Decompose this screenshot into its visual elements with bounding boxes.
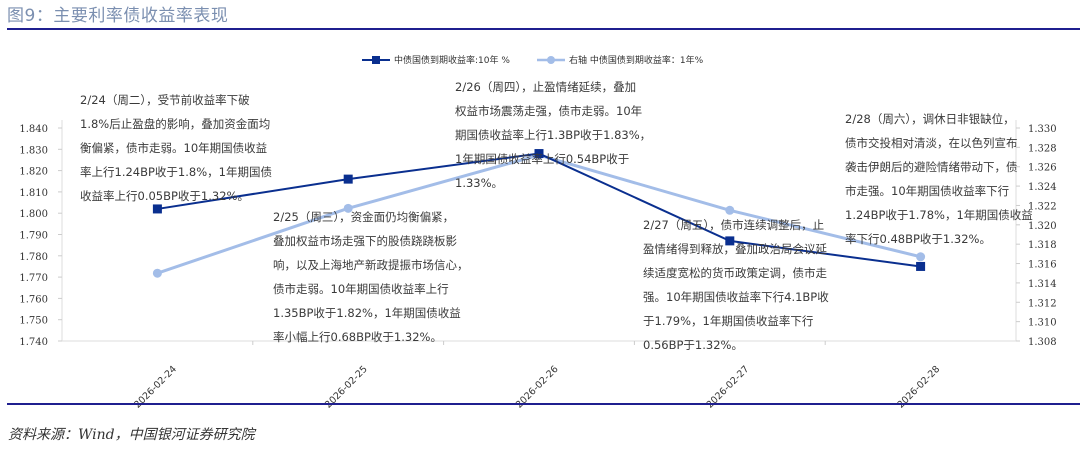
left-tick-label: 1.820 — [19, 167, 48, 178]
right-tick-label: 1.308 — [1028, 337, 1057, 348]
right-tick-label: 1.330 — [1028, 124, 1057, 135]
series-10y-point — [725, 236, 735, 246]
right-tick-label: 1.326 — [1028, 163, 1057, 174]
right-tick-label: 1.318 — [1028, 240, 1057, 251]
left-tick-label: 1.780 — [19, 252, 48, 263]
left-tick-label: 1.750 — [19, 316, 48, 327]
series-1y-point — [152, 268, 162, 278]
annotation-0227: 2/27（周五），债市连续调整后，止 盈情绪得到释放，叠加政治局会议延 续适度宽… — [643, 218, 829, 352]
left-tick-label: 1.810 — [19, 188, 48, 199]
right-tick-label: 1.314 — [1028, 279, 1057, 290]
legend-label: 中债国债到期收益率:10年 % — [394, 56, 510, 66]
annotation-0228: 2/28（周六），调休日非银缺位， 债市交投相对清淡，在以色列宣布 袭击伊朗后的… — [845, 112, 1033, 246]
right-tick-label: 1.310 — [1028, 318, 1057, 329]
annotation-0226: 2/26（周四），止盈情绪延续，叠加 权益市场震荡走强，债市走弱。10年 期国债… — [455, 80, 652, 190]
legend-item-1y: 右轴 中债国债到期收益率：1年% — [537, 53, 703, 66]
legend-circle-line-icon — [537, 55, 565, 64]
left-tick-label: 1.790 — [19, 231, 48, 242]
left-tick-label: 1.830 — [19, 145, 48, 156]
series-1y-point — [343, 203, 353, 213]
left-tick-label: 1.840 — [19, 124, 48, 135]
annotation-0224: 2/24（周二），受节前收益率下破 1.8%后止盈盘的影响，叠加资金面均 衡偏紧… — [80, 93, 272, 203]
right-tick-label: 1.322 — [1028, 201, 1057, 212]
legend-square-line-icon — [362, 55, 390, 64]
series-10y-point — [534, 149, 544, 159]
series-1y-point — [725, 205, 735, 215]
source-note: 资料来源：Wind，中国银河证券研究院 — [8, 427, 255, 443]
left-tick-label: 1.760 — [19, 294, 48, 305]
series-1y-point — [916, 252, 926, 262]
left-tick-label: 1.800 — [19, 209, 48, 220]
figure-title: 图9：主要利率债收益率表现 — [7, 6, 229, 26]
right-tick-label: 1.316 — [1028, 260, 1057, 271]
right-tick-label: 1.312 — [1028, 298, 1057, 309]
annotation-0225: 2/25（周三），资金面仍均衡偏紧， 叠加权益市场走强下的股债跷跷板影 响，以及… — [273, 210, 469, 344]
right-tick-label: 1.324 — [1028, 182, 1057, 193]
right-tick-label: 1.320 — [1028, 221, 1057, 232]
left-tick-label: 1.770 — [19, 273, 48, 284]
bottom-rule — [7, 403, 1080, 405]
series-10y-point — [343, 174, 353, 184]
legend-item-10y: 中债国债到期收益率:10年 % — [362, 53, 510, 66]
top-rule — [7, 28, 1080, 30]
right-tick-label: 1.328 — [1028, 143, 1057, 154]
series-10y-point — [152, 204, 162, 214]
series-10y-point — [916, 261, 926, 271]
left-tick-label: 1.740 — [19, 337, 48, 348]
legend-label: 右轴 中债国债到期收益率：1年% — [569, 56, 704, 66]
